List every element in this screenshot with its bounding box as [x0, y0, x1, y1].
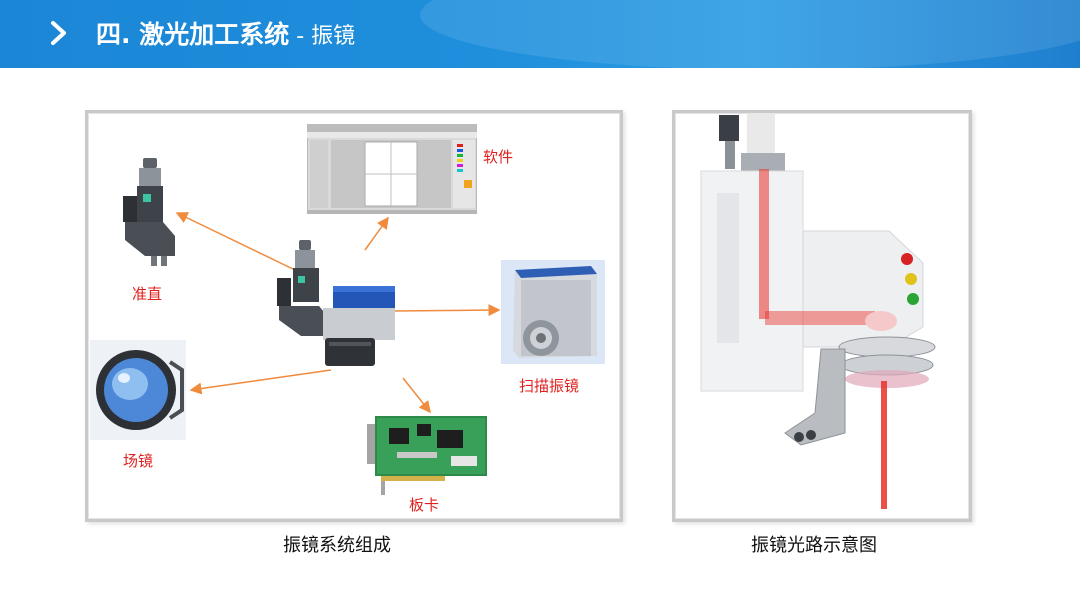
header-bar: 四. 激光加工系统 - 振镜: [0, 0, 1080, 68]
component-arrows: [175, 212, 501, 414]
label-collimator: 准直: [132, 285, 163, 303]
arrow-to-board: [402, 377, 431, 414]
control-board-image: [367, 416, 487, 495]
title-main: 四. 激光加工系统: [96, 20, 290, 49]
scanner-image: [501, 260, 605, 364]
arrow-to-collimator: [175, 212, 296, 271]
field-lens-image: [90, 340, 186, 440]
label-board: 板卡: [409, 496, 440, 514]
arrow-to-field-lens: [189, 369, 332, 395]
collimator-image: [123, 158, 175, 266]
software-screenshot: [307, 124, 477, 214]
header-decoration: [420, 0, 1080, 68]
caption-galvo-system: 振镜系统组成: [283, 535, 391, 556]
label-field-lens: 场镜: [123, 452, 154, 470]
optical-path-illustration: [700, 113, 936, 509]
galvo-head-assembly-image: [277, 240, 395, 366]
label-scanner: 扫描振镜: [519, 377, 580, 395]
arrow-to-scanner: [392, 304, 501, 317]
chevron-right-icon: [51, 21, 66, 45]
title-separator: -: [289, 24, 312, 49]
caption-optical-path: 振镜光路示意图: [751, 535, 877, 556]
page-title: 四. 激光加工系统 - 振镜: [96, 18, 355, 54]
label-software: 软件: [483, 148, 514, 166]
title-subtitle: 振镜: [311, 24, 356, 49]
arrow-to-software: [364, 216, 389, 251]
